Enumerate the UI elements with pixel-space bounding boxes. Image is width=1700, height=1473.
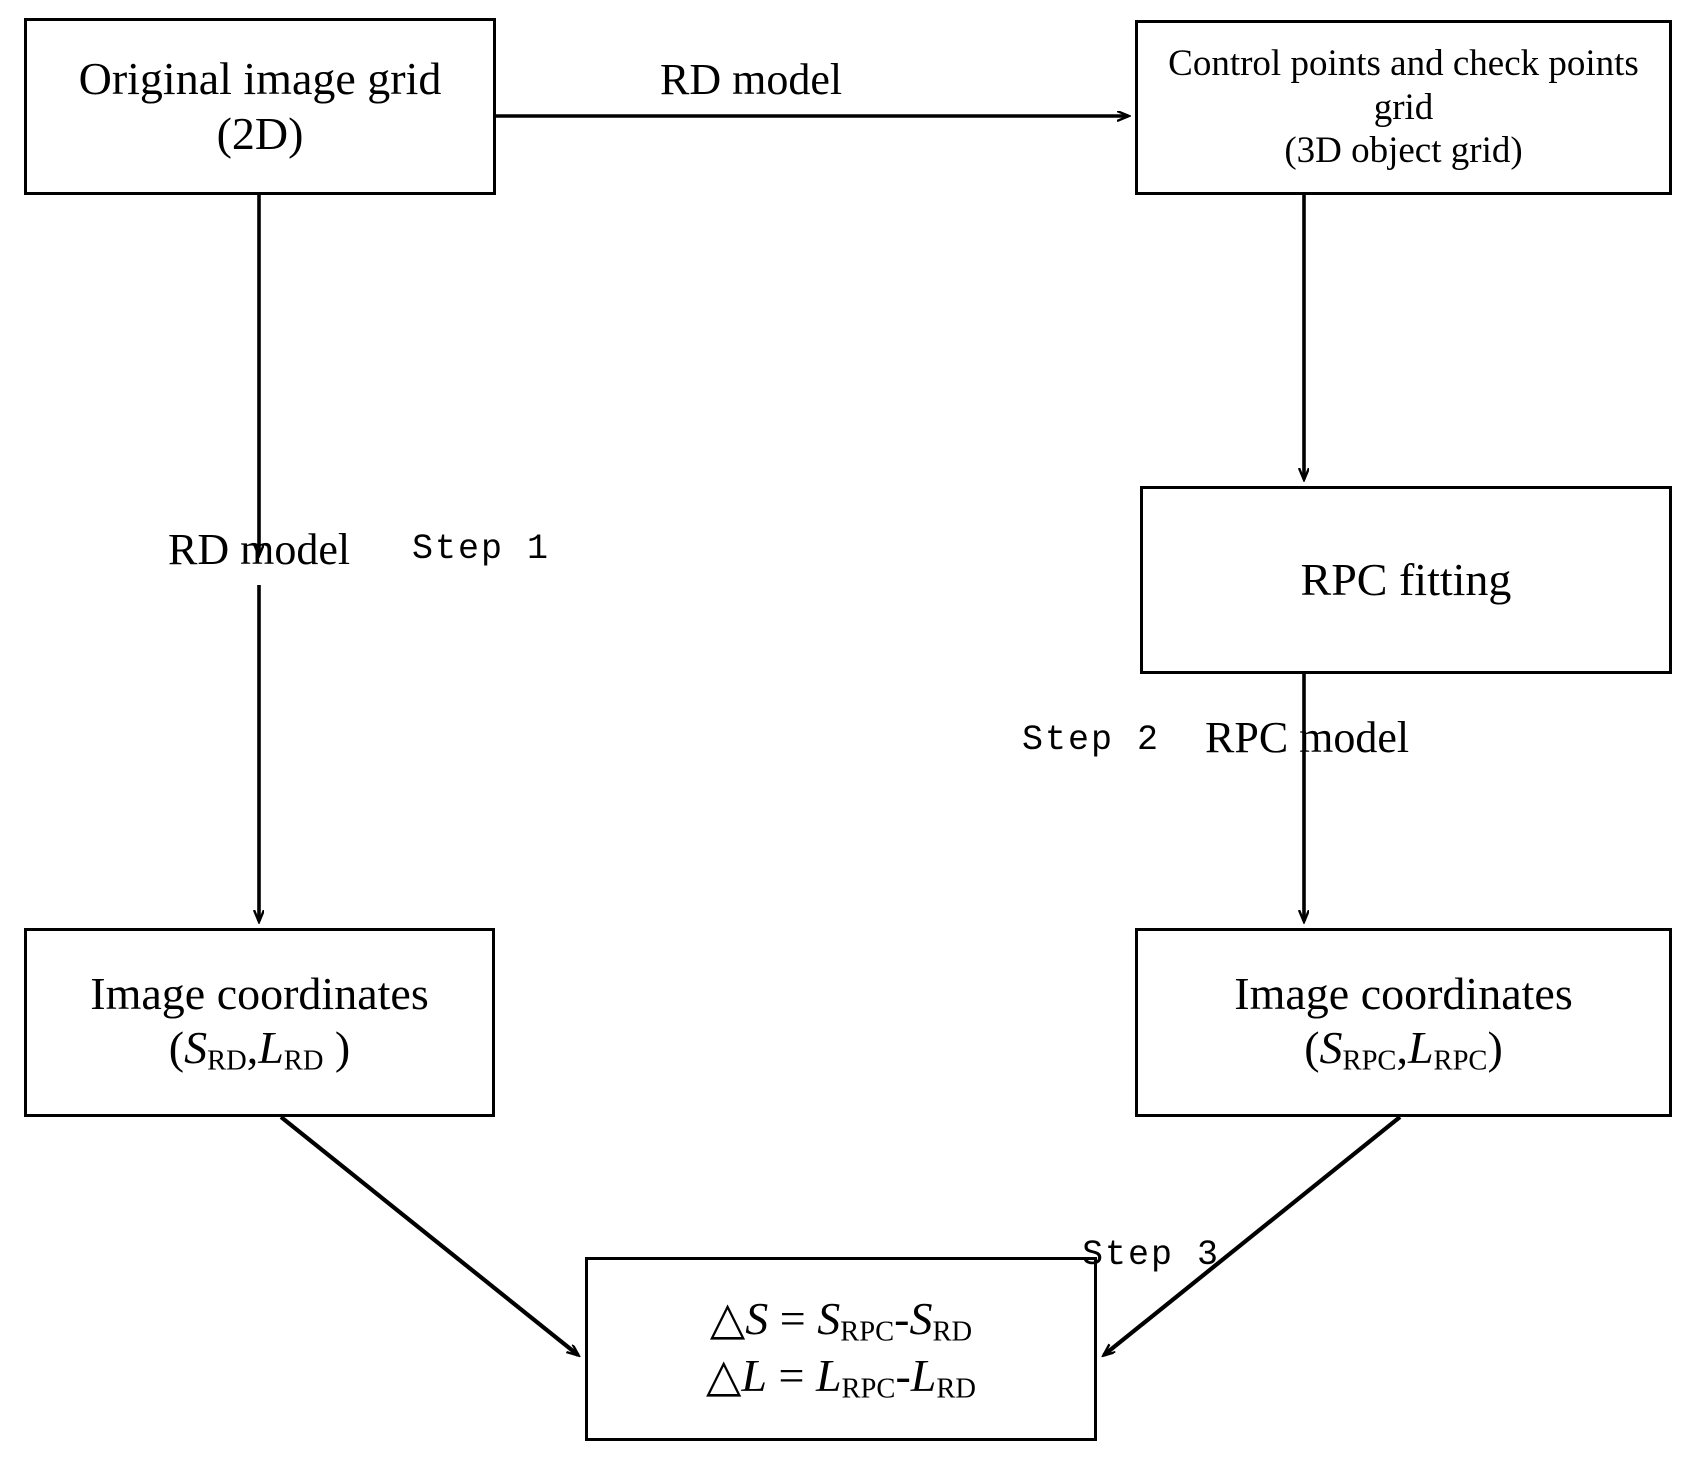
subscript-rpc-s: RPC bbox=[840, 1316, 895, 1348]
node-control-points-and-check-points-grid[interactable]: Control points and check points grid (3D… bbox=[1135, 20, 1672, 195]
comma-sep: , bbox=[1396, 1022, 1408, 1074]
subscript-rpc-l: RPC bbox=[1433, 1045, 1488, 1077]
node-rpc-fitting-label: RPC fitting bbox=[1300, 553, 1512, 605]
symbol-L: L bbox=[910, 1350, 937, 1401]
node-delta-formulas[interactable]: △S = SRPC-SRD △L = LRPC-LRD bbox=[585, 1257, 1097, 1441]
subscript-rd-l: RD bbox=[936, 1373, 976, 1405]
node-image-coordinates-rd-label: Image coordinates bbox=[90, 967, 429, 1019]
edge-imagecoords-rd-to-delta bbox=[279, 1115, 578, 1355]
minus-sign: - bbox=[895, 1350, 911, 1401]
symbol-S: S bbox=[909, 1293, 933, 1345]
node-image-coordinates-rpc-label: Image coordinates bbox=[1234, 967, 1573, 1019]
symbol-L: L bbox=[815, 1350, 842, 1401]
formula-delta-l: △L = LRPC-LRD bbox=[706, 1349, 976, 1406]
edge-label-step-3: Step 3 bbox=[1082, 1235, 1221, 1275]
symbol-L: L bbox=[1407, 1022, 1434, 1074]
edge-label-step-2: Step 2 bbox=[1022, 720, 1161, 760]
paren-open: ( bbox=[168, 1022, 185, 1074]
formula-delta-s: △S = SRPC-SRD bbox=[710, 1292, 972, 1349]
edge-label-rpc-model: RPC model bbox=[1205, 713, 1410, 762]
node-rpc-fitting[interactable]: RPC fitting bbox=[1140, 486, 1672, 674]
node-original-image-grid[interactable]: Original image grid (2D) bbox=[24, 18, 496, 195]
edge-label-step-1: Step 1 bbox=[412, 529, 551, 569]
equals-sign: = bbox=[766, 1350, 816, 1401]
node-control-points-line-2: grid bbox=[1373, 86, 1434, 128]
equals-sign: = bbox=[768, 1293, 818, 1345]
symbol-S: S bbox=[1319, 1022, 1343, 1074]
paren-close: ) bbox=[323, 1022, 351, 1074]
comma-sep: , bbox=[246, 1022, 259, 1074]
node-image-coordinates-rpc-formula: (SRPC,LRPC) bbox=[1304, 1021, 1503, 1078]
subscript-rd-s: RD bbox=[207, 1045, 247, 1077]
edge-label-rd-model-top: RD model bbox=[660, 55, 843, 104]
paren-close: ) bbox=[1487, 1022, 1503, 1074]
node-original-image-grid-line-2: (2D) bbox=[216, 107, 304, 159]
subscript-rpc-s: RPC bbox=[1342, 1045, 1397, 1077]
node-image-coordinates-rd[interactable]: Image coordinates (SRD,LRD ) bbox=[24, 928, 495, 1117]
delta-glyph: △ bbox=[706, 1350, 742, 1401]
symbol-L: L bbox=[258, 1022, 284, 1074]
subscript-rpc-l: RPC bbox=[841, 1373, 896, 1405]
edge-label-rd-model-left: RD model bbox=[168, 525, 351, 574]
paren-open: ( bbox=[1304, 1022, 1320, 1074]
node-image-coordinates-rpc[interactable]: Image coordinates (SRPC,LRPC) bbox=[1135, 928, 1672, 1117]
node-original-image-grid-line-1: Original image grid bbox=[78, 53, 442, 105]
symbol-S: S bbox=[817, 1293, 841, 1345]
minus-sign: - bbox=[894, 1293, 910, 1345]
symbol-L: L bbox=[741, 1350, 767, 1401]
node-control-points-line-3: (3D object grid) bbox=[1284, 130, 1523, 172]
subscript-rd-s: RD bbox=[932, 1316, 973, 1348]
node-image-coordinates-rd-formula: (SRD,LRD ) bbox=[169, 1021, 351, 1078]
symbol-S: S bbox=[745, 1293, 769, 1345]
delta-glyph: △ bbox=[709, 1293, 746, 1345]
node-control-points-line-1: Control points and check points bbox=[1168, 43, 1639, 85]
subscript-rd-l: RD bbox=[283, 1045, 324, 1077]
symbol-S: S bbox=[184, 1022, 208, 1074]
